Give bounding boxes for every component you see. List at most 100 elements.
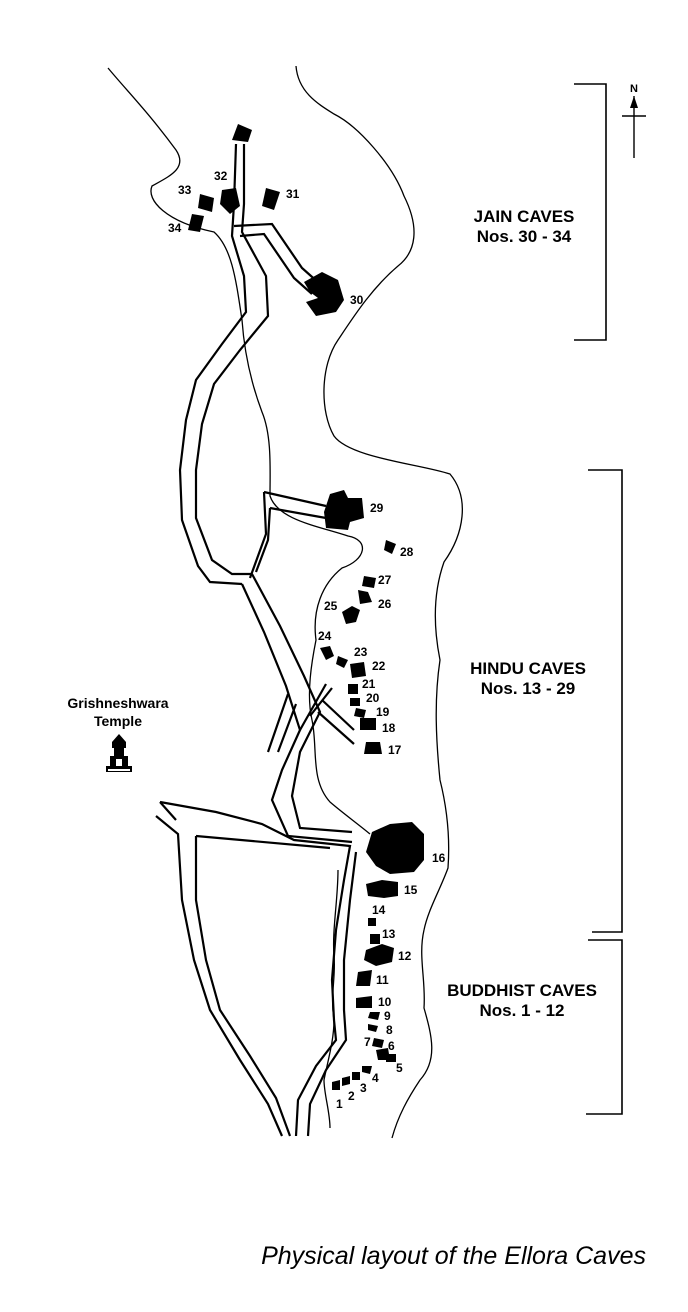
buddhist-caves-range: Nos. 1 - 12 [479,1001,564,1020]
cave-label-18: 18 [382,721,396,735]
cave-footprint-18 [360,718,376,730]
cave-label-30: 30 [350,293,364,307]
road-south-east-a [306,851,358,1137]
jain-bracket [574,83,607,341]
cave-label-31: 31 [286,187,300,201]
north-arrow-icon: N [622,83,646,158]
cave-label-33: 33 [178,183,192,197]
cave-footprint-13 [370,934,380,944]
cave-footprint-1 [332,1080,340,1090]
cave-label-5: 5 [396,1061,403,1075]
road-south-crossbar [195,834,331,850]
cave-footprint-4 [362,1066,372,1074]
cave-footprints [188,124,424,1090]
cave-label-22: 22 [372,659,386,673]
cave-label-27: 27 [378,573,392,587]
cave-footprint-15 [366,880,398,898]
jain-caves-title: JAIN CAVES [474,207,575,226]
cave-label-14: 14 [372,903,386,917]
cave-footprint-31 [262,188,280,210]
roads [155,143,358,1137]
cave-label-23: 23 [354,645,368,659]
cave-footprint-25 [342,606,360,624]
section-titles: JAIN CAVES Nos. 30 - 34 HINDU CAVES Nos.… [447,207,597,1020]
cave-label-11: 11 [376,973,389,987]
road-triangle-a [266,693,290,753]
cave-label-1: 1 [336,1097,343,1111]
cave-footprint-11 [356,970,372,986]
cave-footprint-5 [386,1054,396,1062]
cave-label-15: 15 [404,883,418,897]
cave-label-26: 26 [378,597,392,611]
cave-label-20: 20 [366,691,380,705]
road-jain-branch-b [239,232,313,295]
cave-footprint-20 [350,698,360,706]
cave-label-4: 4 [372,1071,379,1085]
cave-footprint-north [232,124,252,142]
cave-label-17: 17 [388,743,402,757]
cave-number-labels: 30 31 32 33 34 29 28 27 26 25 24 23 22 2… [168,169,446,1111]
map-caption: Physical layout of the Ellora Caves [261,1242,646,1270]
cave-label-24: 24 [318,629,332,643]
road-north-east [194,144,270,576]
road-upper-link-b [254,507,272,573]
road-north-west [178,143,248,586]
cave-footprint-32 [220,188,240,214]
road-south-inner [155,815,284,1137]
road-spur-c [317,711,355,745]
cave-label-21: 21 [362,677,376,691]
cave-footprint-23 [336,656,348,668]
cave-label-29: 29 [370,501,384,515]
cave-label-2: 2 [348,1089,355,1103]
cave-label-7: 7 [364,1035,371,1049]
road-south-west-lobe [159,801,177,821]
cave-footprint-17 [364,742,382,754]
cave-label-8: 8 [386,1023,393,1037]
cliff-east-edge [295,65,463,1139]
cave-label-28: 28 [400,545,414,559]
cave-footprint-7 [372,1038,384,1048]
road-cave29-a [263,490,327,508]
road-spur-a [299,683,327,731]
road-south-outer [159,800,352,1137]
cave-label-13: 13 [382,927,396,941]
road-south-inner-b [194,836,292,1137]
hindu-bracket [588,469,623,933]
buddhist-bracket [586,939,623,1115]
cave-label-32: 32 [214,169,228,183]
cave-label-16: 16 [432,851,446,865]
cave-footprint-28 [384,540,396,554]
road-upper-link [248,491,268,579]
cave-footprint-30 [304,272,344,316]
road-spur-d [321,699,355,731]
road-triangle-b [276,703,298,753]
cave-label-3: 3 [360,1081,367,1095]
cave-footprint-24 [320,646,334,660]
cave-footprint-21 [348,684,358,694]
cave-footprint-9 [368,1012,380,1020]
cave-footprint-26 [358,590,372,604]
hindu-caves-range: Nos. 13 - 29 [481,679,576,698]
cave-footprint-27 [362,576,376,588]
cliff-west-edge [107,67,371,835]
cave-footprint-19 [354,708,366,718]
cave-footprint-12 [364,944,394,966]
road-mid-west [241,583,353,844]
cave-footprint-3 [352,1072,360,1080]
cave-footprint-33 [198,194,214,212]
cave-footprint-8 [368,1024,378,1032]
cave-footprint-22 [350,662,366,678]
cave-label-9: 9 [384,1009,391,1023]
cave-footprint-34 [188,214,204,232]
hindu-caves-title: HINDU CAVES [470,659,586,678]
temple-icon [106,734,132,772]
temple-label-line1: Grishneshwara [67,695,168,711]
road-mid-east [251,573,353,834]
temple-group: Grishneshwara Temple [67,695,169,772]
section-brackets [574,83,623,1115]
cave-label-34: 34 [168,221,182,235]
cave-footprint-14 [368,918,376,926]
cave-label-25: 25 [324,599,338,613]
cave-label-19: 19 [376,705,390,719]
